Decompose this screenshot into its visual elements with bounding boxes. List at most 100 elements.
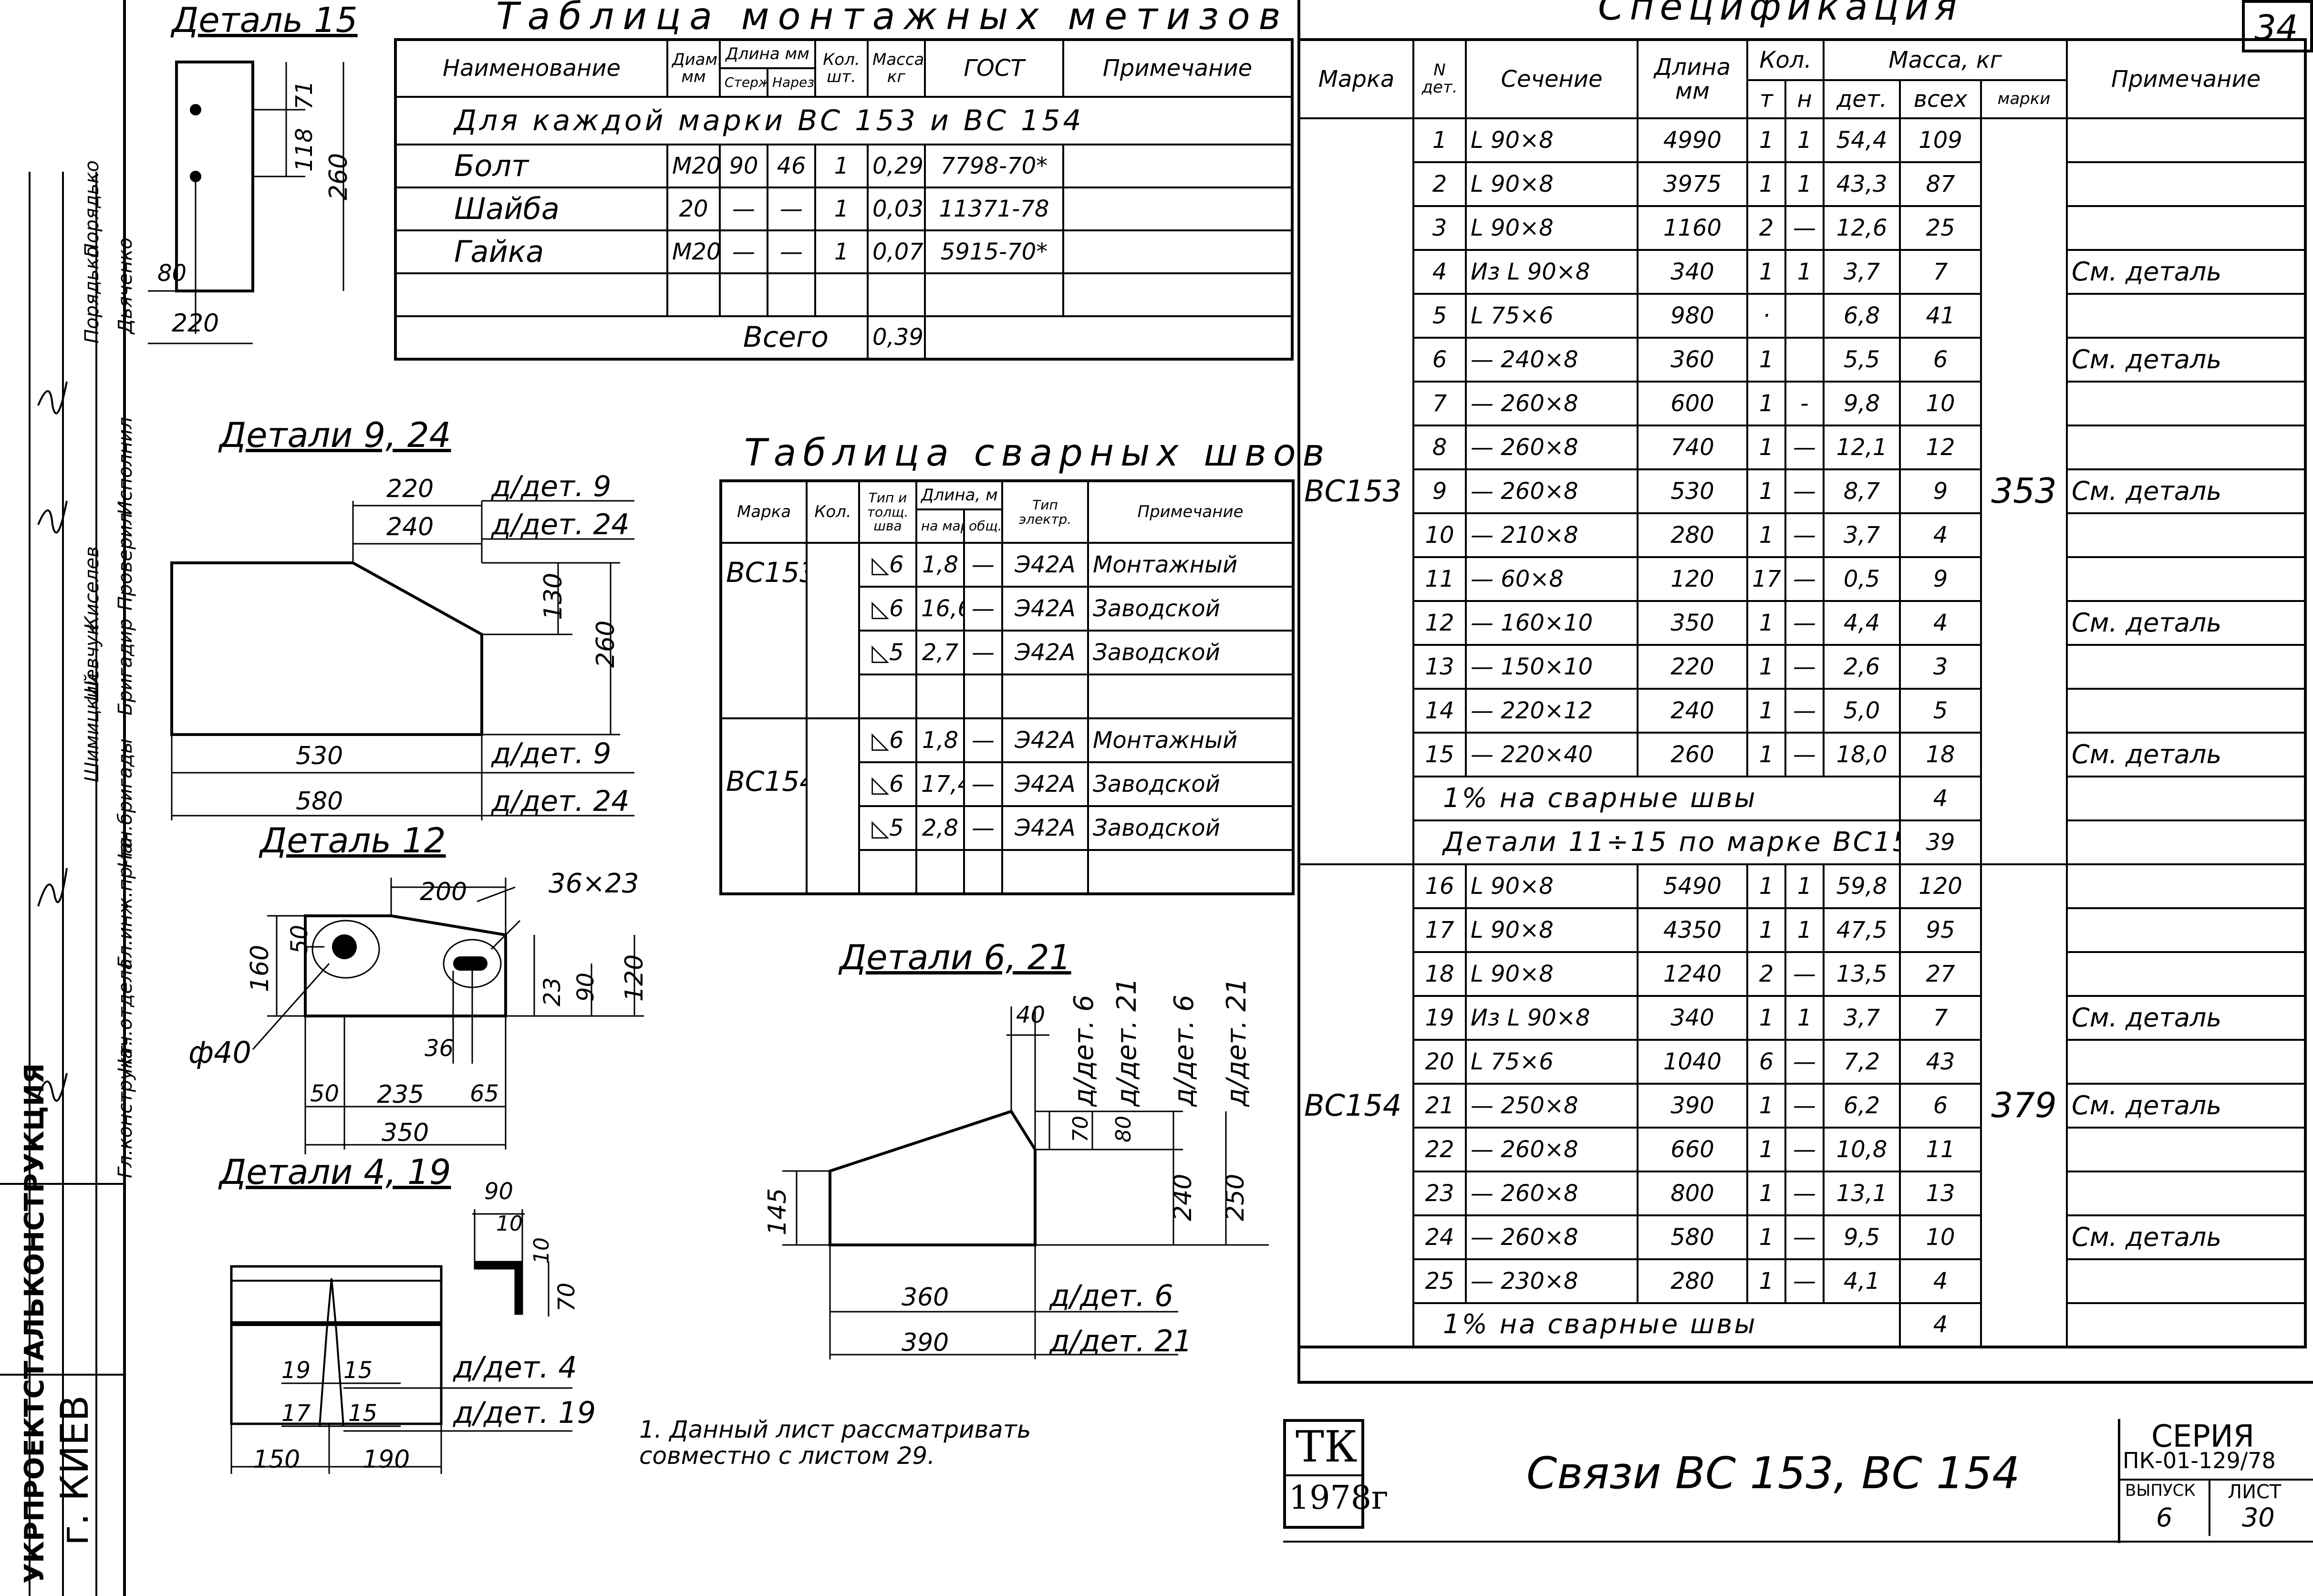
spec-header-h: н <box>1784 79 1825 119</box>
detail12-dim-65: 65 <box>470 1080 499 1107</box>
spec-group-mark: ВС153 <box>1298 117 1414 865</box>
details-9-24-dim-580: 580 <box>296 787 343 816</box>
details-4-19-dim-190: 190 <box>363 1445 410 1474</box>
spec-header-mass-all: всех <box>1899 79 1982 119</box>
details-6-21-title: Детали 6, 21 <box>840 937 1071 977</box>
weld-header-electrode: Тип электр. <box>1001 480 1089 544</box>
details-4-19-dim-15a: 15 <box>343 1357 373 1384</box>
spec-header-qty: Кол. <box>1746 39 1825 81</box>
detail12-dim-235: 235 <box>377 1080 425 1109</box>
spec-header-mass-mark: марки <box>1980 79 2068 119</box>
fasteners-table-title: Таблица монтажных метизов <box>496 0 1289 38</box>
details-4-19-dim-19: 19 <box>281 1357 311 1384</box>
sheet-title: Связи ВС 153, ВС 154 <box>1526 1448 2020 1499</box>
title-divider <box>2118 1419 2120 1543</box>
fasteners-table: Наименование Диам. мм Длина мм Кол. шт. … <box>394 38 1294 361</box>
details-6-21-dim-360: 360 <box>902 1283 949 1312</box>
tk-stamp-tk: ТК <box>1296 1422 1358 1472</box>
detail12-title: Деталь 12 <box>260 820 446 860</box>
series-code: ПК-01-129/78 <box>2123 1448 2276 1473</box>
details-6-21-label-h2: д/дет. 21 <box>1049 1324 1193 1358</box>
detail12-dim-350: 350 <box>382 1119 429 1147</box>
details-6-21-dim-390: 390 <box>902 1328 949 1357</box>
weld-header-note: Примечание <box>1087 480 1295 544</box>
details-4-19-dim-10a: 10 <box>496 1212 523 1236</box>
details-6-21-label-h1: д/дет. 6 <box>1049 1278 1173 1313</box>
fasteners-header-name: Наименование <box>394 39 668 98</box>
spec-header-length: Длина мм <box>1637 39 1748 119</box>
detail15-title: Деталь 15 <box>172 0 358 40</box>
series-issue-label: ВЫПУСК <box>2125 1481 2196 1500</box>
fasteners-header-thread: Нарез. <box>767 67 816 98</box>
details-4-19-label-2: д/дет. 19 <box>453 1395 596 1430</box>
fasteners-header-gost: ГОСТ <box>924 39 1064 98</box>
details-4-19-label-1: д/дет. 4 <box>453 1350 577 1385</box>
weld-header-length: Длина, м <box>915 480 1004 510</box>
detail12-dim-36: 36 <box>425 1035 454 1062</box>
signatures-icon <box>37 381 68 1102</box>
fasteners-header-length: Длина мм <box>719 39 816 69</box>
details-6-21-dim-70: 70 <box>1068 1116 1093 1142</box>
tk-stamp: ТК 1978г <box>1283 1419 1389 1529</box>
details-6-21-label-v4: д/дет. 21 <box>1221 977 1252 1107</box>
details-9-24-dim-240: 240 <box>386 513 434 541</box>
details-4-19-dim-17: 17 <box>281 1400 311 1427</box>
detail12-dim-50b: 50 <box>310 1080 340 1107</box>
details-6-21-dim-250: 250 <box>1221 1173 1250 1221</box>
spec-header-note: Примечание <box>2066 39 2307 119</box>
specification-table: Марка N дет. Сечение Длина мм Кол. Масса… <box>1297 38 2307 1348</box>
details-6-21-dim-80: 80 <box>1111 1116 1136 1142</box>
weld-group-mark: ВС154 <box>720 717 808 895</box>
fasteners-group-row: Для каждой марки ВС 153 и ВС 154 <box>394 96 1292 145</box>
table-row: Болт М20 90 46 1 0,29 7798-70* <box>394 144 1293 188</box>
spec-header-mass-det: дет. <box>1823 79 1901 119</box>
details-6-21-dim-145: 145 <box>763 1188 792 1235</box>
frame-bottom-line <box>1297 1381 2313 1384</box>
detail15-dim-80: 80 <box>157 260 187 287</box>
fasteners-total-mass: 0,39 <box>867 315 926 360</box>
details-9-24-label-2: д/дет. 24 <box>491 508 630 541</box>
title-bottom-line <box>1283 1541 2313 1543</box>
spec-header-mark: Марка <box>1298 39 1414 119</box>
weld-header-total: общ. <box>963 508 1004 544</box>
details-6-21-label-v1: д/дет. 6 <box>1068 995 1099 1107</box>
table-row: Шайба 20 — — 1 0,03 11371-78 <box>394 187 1293 231</box>
spec-header-t: т <box>1746 79 1786 119</box>
series-sheet-label: ЛИСТ <box>2228 1481 2282 1503</box>
details-4-19-dim-150: 150 <box>253 1445 301 1474</box>
details-9-24-label-4: д/дет. 24 <box>491 785 630 818</box>
fasteners-header-diam: Диам. мм <box>666 39 721 98</box>
table-row: ВС154 ◺6 1,8 — Э42А Монтажный <box>720 717 1295 895</box>
spec-header-mass: Масса, кг <box>1823 39 2068 81</box>
details-6-21-dim-240: 240 <box>1169 1173 1197 1221</box>
details-4-19-dim-15b: 15 <box>348 1400 378 1427</box>
sheet-note: 1. Данный лист рассматривать совместно с… <box>639 1416 1031 1470</box>
series-sheet: 30 <box>2242 1503 2275 1533</box>
spec-group-mass-mark: 353 <box>1980 117 2068 865</box>
weld-header-per-mark: на марку <box>915 508 965 544</box>
details-9-24-label-3: д/дет. 9 <box>491 737 612 770</box>
